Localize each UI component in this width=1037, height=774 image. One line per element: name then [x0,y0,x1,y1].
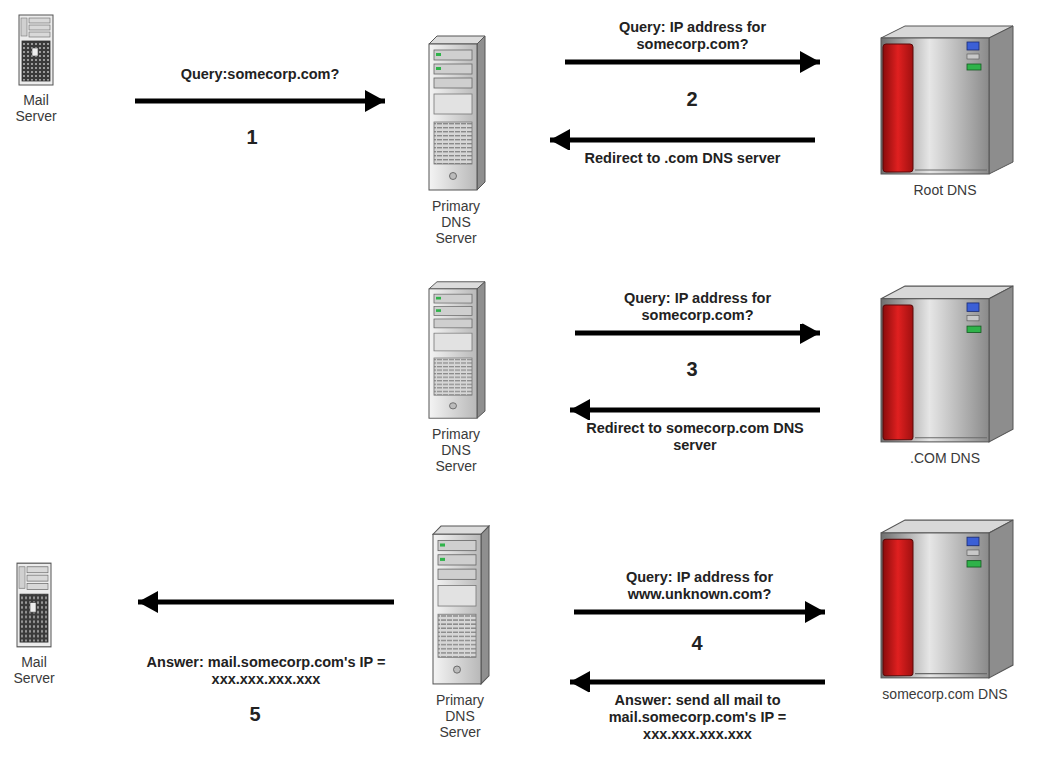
step-number: 3 [683,358,700,381]
message-arrow [570,680,825,685]
arrow-label: Answer: mail.somecorp.com's IP = xxx.xxx… [133,654,399,688]
message-arrow [135,99,385,104]
message-arrow [550,138,815,143]
arrow-label: Query: IP address for www.unknown.com? [595,569,804,603]
step-number: 1 [243,126,260,149]
dns-mainframe-icon [875,24,1015,176]
server-label: Mail Server [10,92,62,124]
message-arrow [138,600,394,605]
server-label: Primary DNS Server [426,692,494,740]
server-label: Mail Server [8,654,60,686]
arrow-label: Answer: send all mail to mail.somecorp.c… [588,692,807,743]
dns-mainframe-icon [875,284,1015,444]
message-arrow [574,610,825,615]
server-node: .COM DNS [872,284,1018,466]
server-label: Root DNS [872,182,1018,198]
server-node: Mail Server [10,14,62,124]
arrow-label: Redirect to somecorp.com DNS server [562,420,828,454]
step-number: 5 [246,703,263,726]
message-arrow [575,331,820,336]
server-node: Primary DNS Server [426,524,494,740]
dns-server-icon [425,280,487,420]
server-node: Root DNS [872,24,1018,198]
server-label: .COM DNS [872,450,1018,466]
dns-server-icon [425,34,487,192]
arrow-label: Query: IP address for somecorp.com? [588,19,797,53]
dns-mainframe-icon [875,518,1015,680]
arrow-label: Redirect to .com DNS server [536,150,830,167]
server-label: Primary DNS Server [422,198,490,246]
message-arrow [570,408,820,413]
step-number: 4 [688,632,705,655]
dns-server-icon [429,524,491,686]
server-label: Primary DNS Server [422,426,490,474]
server-node: Primary DNS Server [422,280,490,474]
arrow-label: Query: IP address for somecorp.com? [593,290,802,324]
arrow-label: Query:somecorp.com? [123,66,397,83]
server-node: somecorp.com DNS [872,518,1018,702]
server-node: Mail Server [8,562,60,686]
message-arrow [565,60,820,65]
mail-server-icon [16,562,52,648]
server-label: somecorp.com DNS [872,686,1018,702]
step-number: 2 [683,88,700,111]
server-node: Primary DNS Server [422,34,490,246]
mail-server-icon [18,14,54,86]
